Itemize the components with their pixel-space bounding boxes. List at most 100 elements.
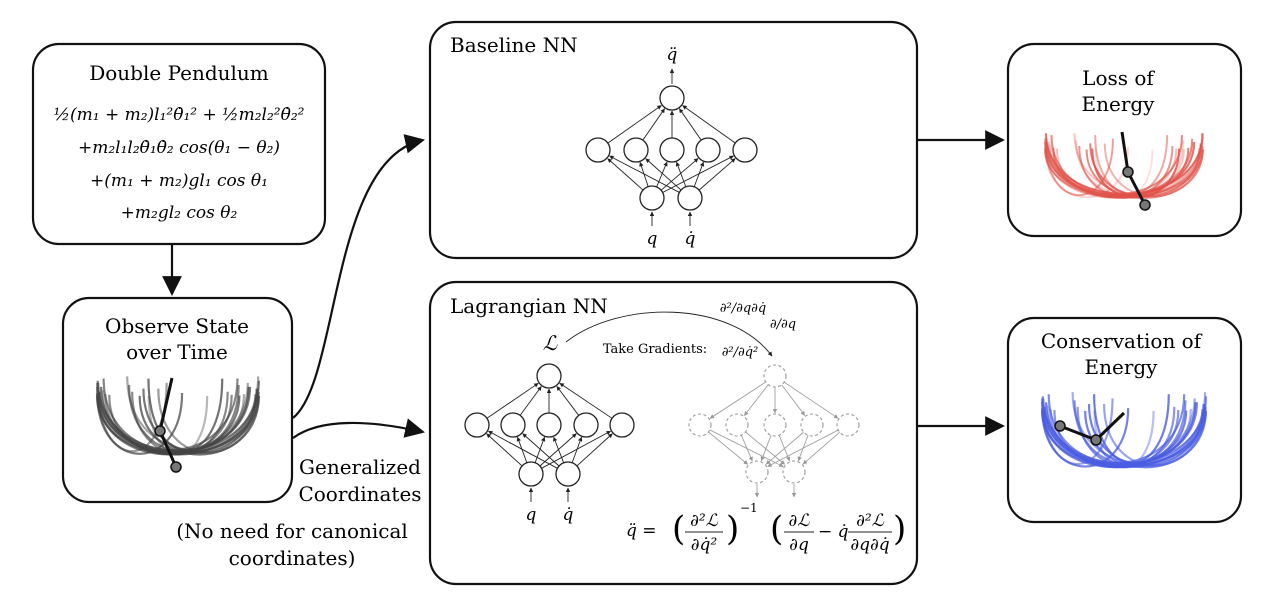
- arrow-to-baseline: [292, 134, 425, 419]
- grad-qdot2-label: ∂²/∂q̇²: [722, 345, 759, 360]
- conservation-of-energy-box: Conservation of Energy: [1006, 316, 1243, 524]
- baseline-edge: [607, 158, 644, 191]
- lagrangian-edge: [553, 436, 565, 463]
- loss-of-energy-box: Loss of Energy: [1006, 42, 1243, 238]
- eq-term3-den: ∂q∂q̇: [850, 535, 889, 555]
- eq-paren-close-2: ): [893, 509, 906, 549]
- eq-term2-num: ∂ℒ: [788, 511, 810, 531]
- lagrangian-node: [536, 412, 562, 438]
- observe-trace: [96, 386, 252, 454]
- loss-trace: [1045, 133, 1204, 195]
- lagrangian-node: [609, 412, 635, 438]
- gradient-edge: [765, 431, 804, 465]
- gradient-node: [782, 460, 806, 484]
- baseline-edge: [656, 161, 668, 188]
- gradient-edge: [783, 381, 839, 419]
- lagrangian-edge: [576, 433, 613, 467]
- baseline-edge: [645, 158, 682, 191]
- lagrangian-node: [518, 461, 544, 487]
- lagrangian-edge: [571, 436, 583, 463]
- gradient-edge: [760, 435, 772, 462]
- lagrangian-nn-title: Lagrangian NN: [450, 294, 608, 318]
- gradient-edge: [767, 429, 839, 467]
- baseline-node: [695, 137, 721, 163]
- baseline-edge: [693, 161, 705, 187]
- baseline-edge: [609, 155, 680, 193]
- lagrangian-output-label: ℒ: [543, 331, 558, 355]
- lagrangian-node: [555, 461, 581, 487]
- conservation-title-2: Energy: [1085, 355, 1159, 379]
- lagrangian-eq-line-3: +(m₁ + m₂)gl₁ cos θ₁: [90, 171, 268, 191]
- baseline-output-label: q̈: [667, 45, 678, 65]
- lagrangian-node: [573, 412, 599, 438]
- baseline-edge: [675, 161, 687, 187]
- baseline-nn-box: Baseline NN q̈ q q̇: [428, 20, 919, 260]
- conservation-trace: [1084, 410, 1207, 469]
- eq-term3-num: ∂²ℒ: [856, 511, 885, 531]
- gradient-edge: [709, 381, 767, 419]
- baseline-node: [623, 137, 649, 163]
- lagrangian-edge: [519, 386, 542, 416]
- conservation-bob-1: [1090, 434, 1102, 446]
- loss-bob-2: [1139, 199, 1151, 211]
- lagrangian-eq-line-4: +m₂gl₂ cos θ₂: [121, 203, 238, 223]
- lagrangian-input-qdot: q̇: [563, 505, 574, 525]
- no-need-canonical-line-1: (No need for canonical: [176, 519, 408, 543]
- loss-trace: [1044, 141, 1196, 197]
- eq-minus: − q̇: [818, 522, 849, 542]
- loss-trace: [1091, 148, 1181, 199]
- loss-pendulum: [1120, 131, 1151, 211]
- gradient-network: [688, 364, 860, 498]
- baseline-input-qdot: q̇: [685, 229, 696, 249]
- lagrangian-edge: [539, 433, 577, 467]
- conservation-pendulum: [1054, 411, 1126, 446]
- gradient-node: [688, 413, 712, 437]
- gradient-node: [725, 413, 749, 437]
- conservation-trace: [1049, 409, 1192, 468]
- no-need-canonical-line-2: coordinates): [229, 546, 356, 570]
- baseline-node: [639, 185, 665, 211]
- observe-trace: [138, 395, 260, 456]
- arrow-to-lagrangian: [292, 418, 425, 439]
- lagrangian-node: [500, 412, 526, 438]
- eq-term1-num: ∂²ℒ: [690, 511, 719, 531]
- lagrangian-edge: [522, 433, 560, 467]
- observe-state-box: Observe State over Time: [61, 296, 294, 504]
- lagrangian-eq-line-1: ½(m₁ + m₂)l₁²θ̇₁² + ½m₂l₂²θ̇₂²: [54, 105, 305, 125]
- lagrangian-edge: [488, 430, 558, 469]
- lagrangian-node: [536, 363, 562, 389]
- gradient-node: [763, 413, 787, 437]
- observe-pendulum: [154, 377, 182, 473]
- gradient-node: [745, 460, 769, 484]
- double-pendulum-box: Double Pendulum ½(m₁ + m₂)l₁²θ̇₁² + ½m₂l…: [31, 42, 327, 246]
- baseline-edge: [682, 105, 736, 144]
- baseline-node: [659, 137, 685, 163]
- eq-lhs: q̈ =: [626, 521, 657, 541]
- lagrangian-edge: [556, 386, 580, 416]
- observe-trace: [131, 391, 229, 455]
- double-pendulum-title: Double Pendulum: [89, 61, 269, 85]
- lagrangian-node: [464, 412, 490, 438]
- observe-trace: [102, 378, 239, 452]
- baseline-node: [659, 85, 685, 111]
- eq-term1-den: ∂q̇²: [691, 535, 718, 555]
- lagrangian-input-q: q: [526, 505, 537, 525]
- conservation-bob-2: [1054, 420, 1066, 432]
- lagrangian-edge: [516, 436, 528, 463]
- observe-state-title-1: Observe State: [105, 314, 249, 338]
- gradient-edge: [708, 431, 749, 465]
- gradient-node: [763, 364, 787, 388]
- acceleration-equation: q̈ = ( ∂²ℒ ∂q̇² ) −1 ( ∂ℒ ∂q − q̇ ∂²ℒ ∂q…: [626, 501, 906, 555]
- conservation-title-1: Conservation of: [1041, 329, 1203, 353]
- grad-mixed-label: ∂²/∂q∂q̇: [720, 301, 766, 316]
- conservation-trace: [1041, 402, 1198, 467]
- observe-trace: [142, 388, 258, 454]
- eq-paren-close-1: ): [726, 509, 739, 549]
- baseline-node: [732, 137, 758, 163]
- observe-trace: [104, 394, 246, 456]
- baseline-node: [677, 185, 703, 211]
- loss-trace: [1085, 149, 1204, 199]
- observe-state-title-2: over Time: [126, 340, 228, 364]
- eq-paren-open-2: (: [770, 509, 783, 549]
